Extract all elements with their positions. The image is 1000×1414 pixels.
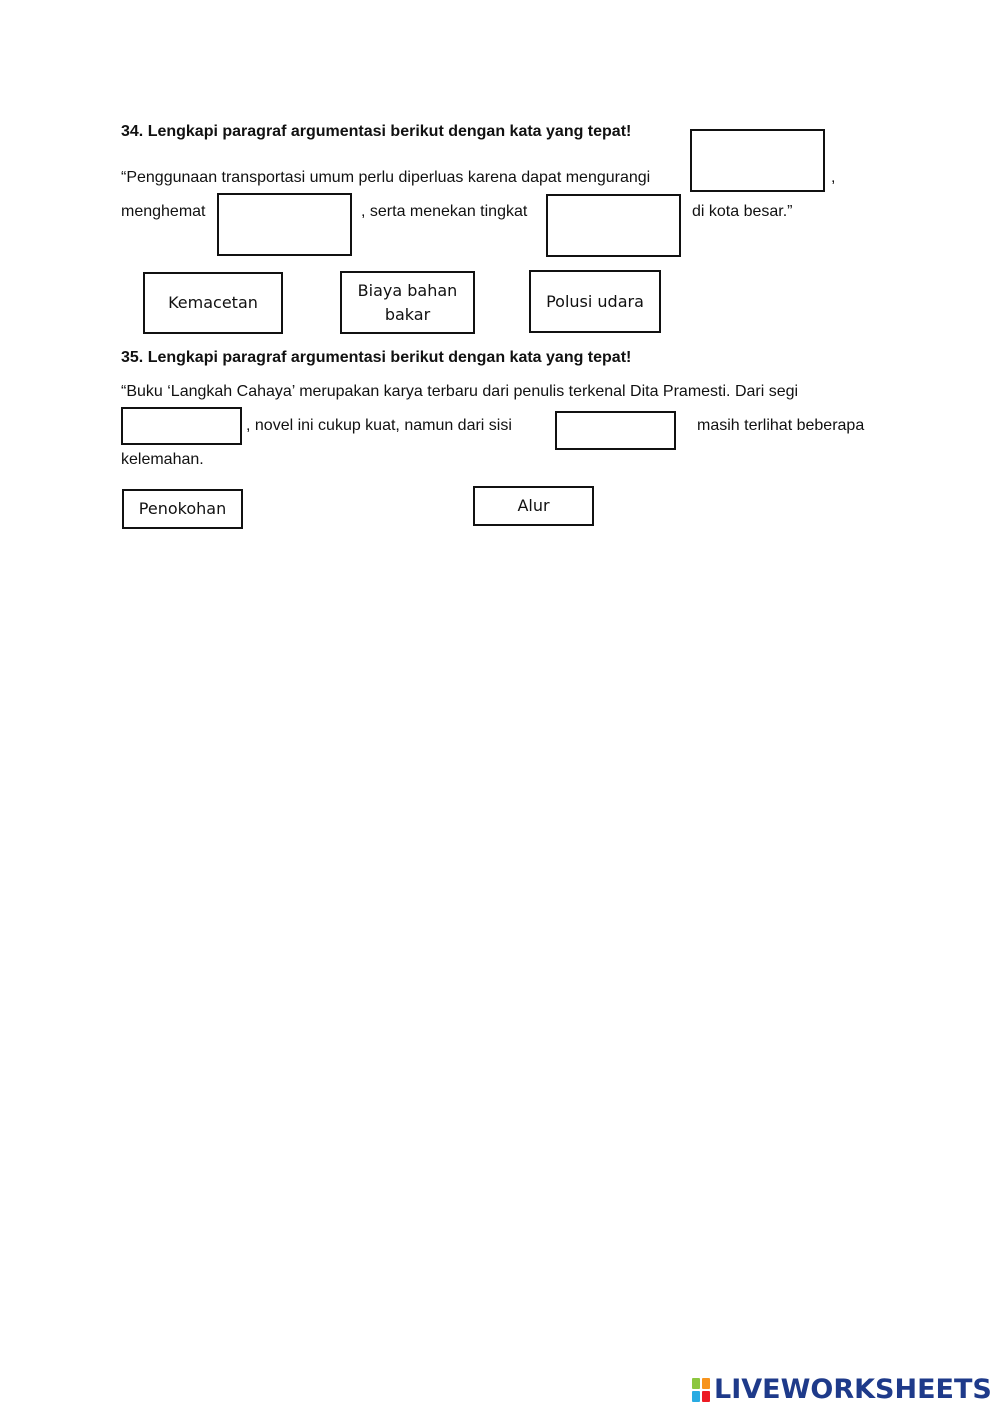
- question-35-text-line2-end: masih terlihat beberapa: [697, 417, 865, 434]
- option-polusi-udara[interactable]: Polusi udara: [529, 270, 661, 333]
- answer-box-35-2[interactable]: [555, 411, 676, 450]
- question-34-text-line1: “Penggunaan transportasi umum perlu dipe…: [121, 169, 651, 186]
- answer-box-34-2[interactable]: [217, 193, 352, 256]
- question-35-text-line2-mid: , novel ini cukup kuat, namun dari sisi: [246, 417, 512, 434]
- option-alur[interactable]: Alur: [473, 486, 594, 526]
- option-penokohan[interactable]: Penokohan: [122, 489, 243, 529]
- option-biaya-bahan-bakar[interactable]: Biaya bahan bakar: [340, 271, 475, 334]
- option-biaya-bahan-bakar-label: Biaya bahan bakar: [357, 280, 458, 324]
- question-34-comma: ,: [831, 169, 836, 186]
- question-34-text-line2-start: menghemat: [121, 203, 206, 220]
- answer-box-34-1[interactable]: [690, 129, 825, 192]
- question-35-text-line1: “Buku ‘Langkah Cahaya’ merupakan karya t…: [121, 383, 799, 400]
- question-34-text-line2-mid: , serta menekan tingkat: [361, 203, 528, 220]
- question-35-title: 35. Lengkapi paragraf argumentasi beriku…: [121, 349, 632, 366]
- answer-box-34-3[interactable]: [546, 194, 681, 257]
- question-35-text-line3: kelemahan.: [121, 451, 204, 468]
- option-kemacetan[interactable]: Kemacetan: [143, 272, 283, 334]
- question-34-text-line2-end: di kota besar.”: [692, 203, 793, 220]
- logo-text: LIVEWORKSHEETS: [714, 1374, 992, 1405]
- question-34-title: 34. Lengkapi paragraf argumentasi beriku…: [121, 123, 632, 140]
- logo-mark-icon: [692, 1377, 710, 1402]
- liveworksheets-logo: LIVEWORKSHEETS: [692, 1374, 992, 1405]
- answer-box-35-1[interactable]: [121, 407, 242, 445]
